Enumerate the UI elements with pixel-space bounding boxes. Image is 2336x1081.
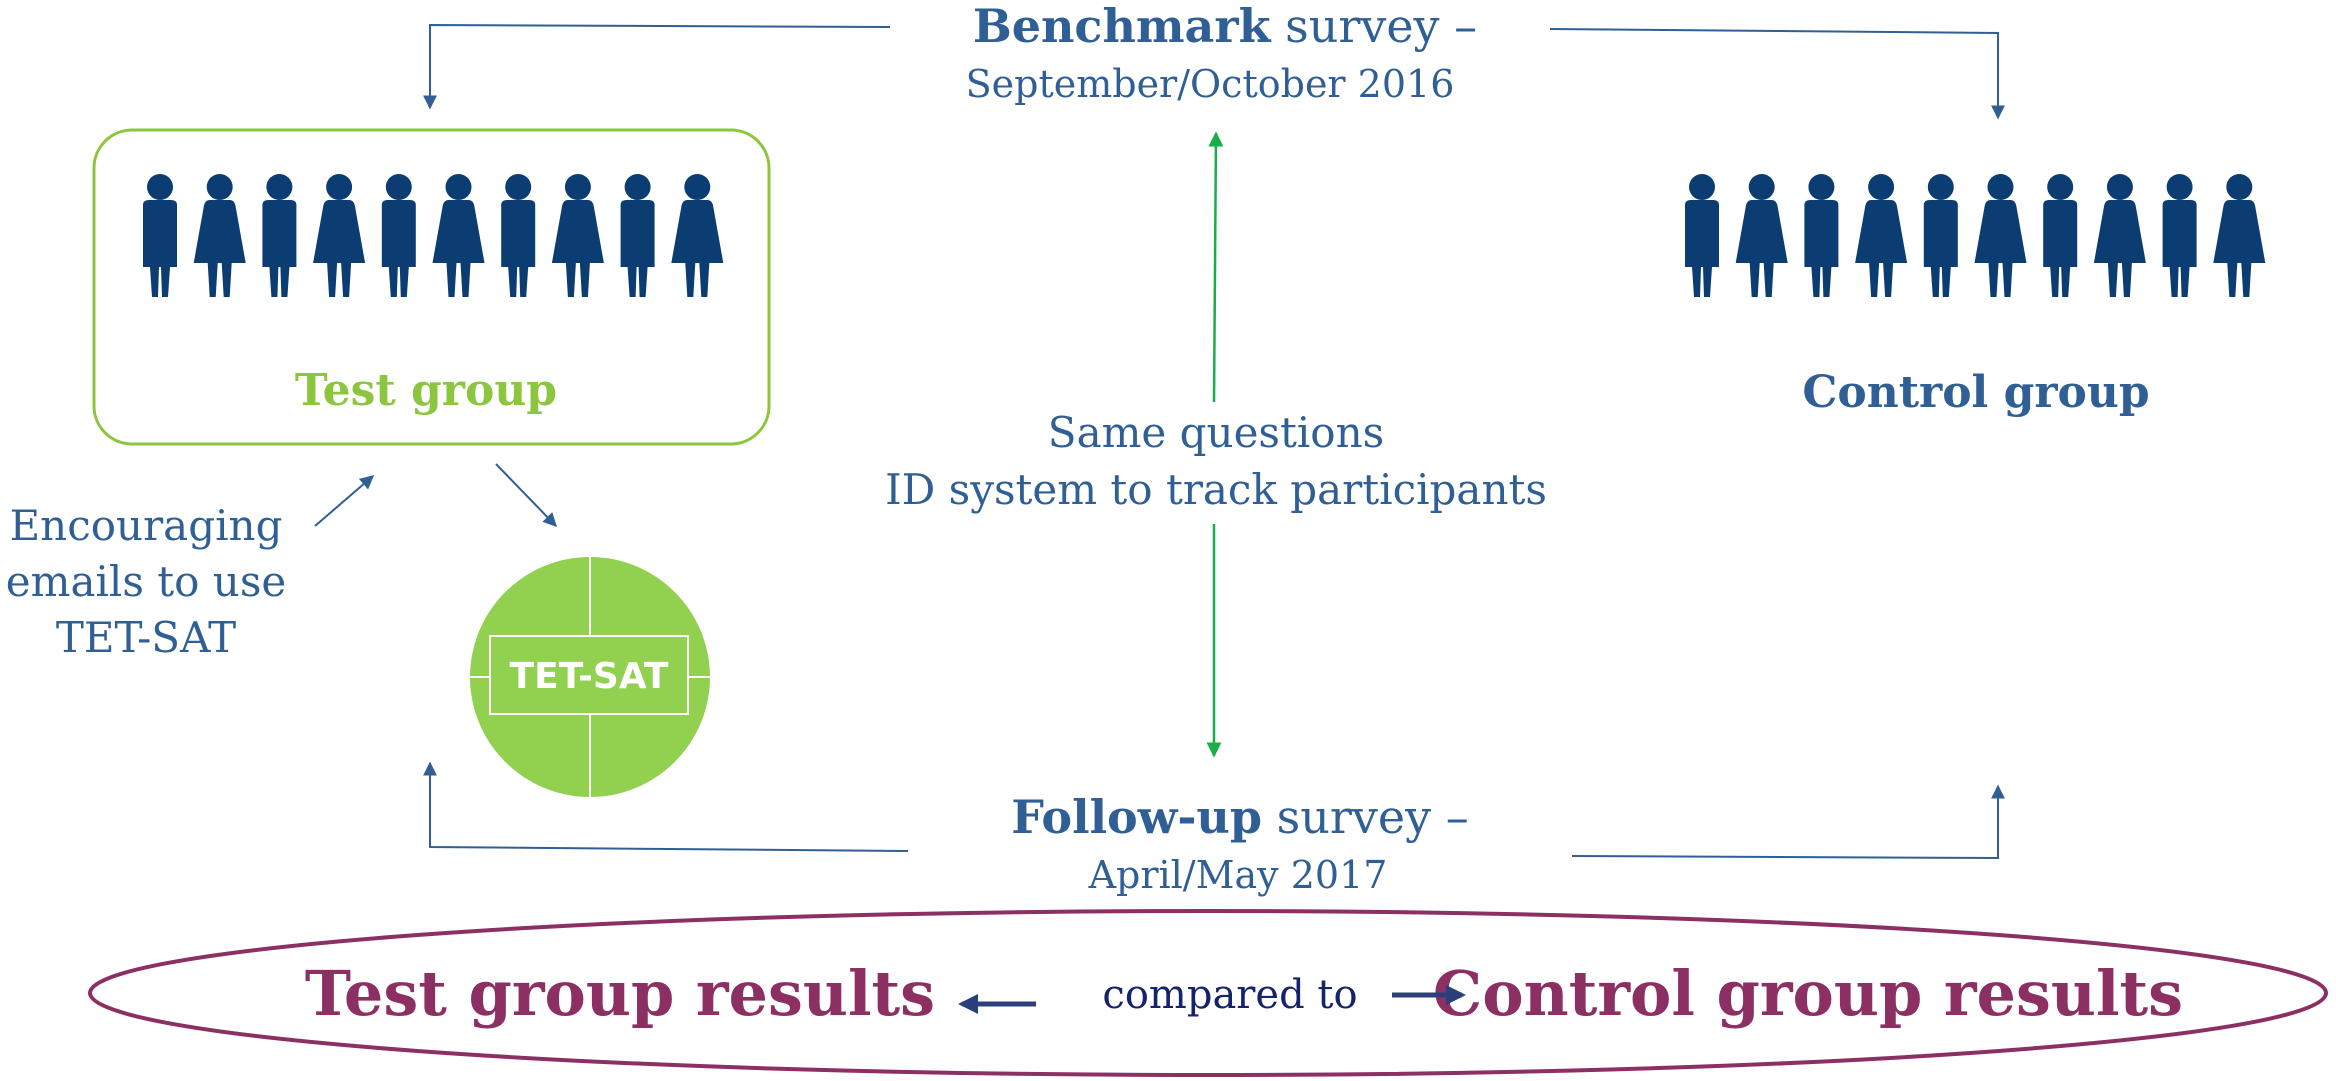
test-to-tool-arrow: [495, 463, 557, 528]
benchmark-survey-title: Benchmark survey –: [973, 0, 1477, 53]
benchmark-to-test-arrow: [423, 23, 891, 110]
followup-survey-title: Follow-up survey –: [1011, 790, 1468, 844]
followup-to-control-arrow: [1571, 784, 2005, 860]
person-female-icon: [671, 174, 724, 297]
test-group-people: [143, 174, 724, 297]
encouraging-line-3: TET-SAT: [56, 613, 236, 662]
person-female-icon: [1974, 174, 2027, 297]
person-female-icon: [1735, 174, 1788, 297]
benchmark-title-rest: survey –: [1270, 0, 1477, 53]
benchmark-survey-date: September/October 2016: [966, 62, 1455, 106]
control-group-label: Control group: [1802, 367, 2149, 418]
person-male-icon: [262, 174, 297, 297]
person-female-icon: [313, 174, 366, 297]
person-female-icon: [1855, 174, 1908, 297]
benchmark-to-control-arrow: [1549, 28, 2005, 120]
test-group-box: [92, 128, 771, 446]
person-male-icon: [1804, 174, 1839, 297]
tet-sat-tool: TET-SAT: [470, 557, 710, 797]
encouraging-arrow: [314, 475, 375, 527]
center-up-arrow: [1208, 131, 1224, 403]
results-ellipse: [88, 909, 2328, 1077]
encouraging-line-2: emails to use: [6, 557, 286, 606]
followup-title-rest: survey –: [1262, 790, 1469, 844]
followup-to-test-arrow: [423, 761, 909, 852]
person-male-icon: [2043, 174, 2078, 297]
person-female-icon: [193, 174, 246, 297]
benchmark-title-bold: Benchmark: [973, 0, 1272, 53]
person-male-icon: [381, 174, 416, 297]
followup-survey-date: April/May 2017: [1088, 853, 1388, 897]
person-male-icon: [620, 174, 655, 297]
encouraging-line-1: Encouraging: [10, 501, 283, 550]
test-group-results: Test group results: [305, 957, 935, 1030]
test-group-label: Test group: [295, 365, 557, 416]
person-male-icon: [1685, 174, 1719, 297]
person-male-icon: [1923, 174, 1958, 297]
person-male-icon: [2162, 174, 2197, 297]
person-female-icon: [2093, 174, 2146, 297]
tet-sat-label: TET-SAT: [510, 656, 669, 697]
person-female-icon: [551, 174, 604, 297]
control-group-people: [1685, 174, 2266, 297]
compared-to-text: compared to: [1102, 972, 1357, 1018]
followup-title-bold: Follow-up: [1011, 790, 1262, 844]
person-female-icon: [432, 174, 485, 297]
id-system-text: ID system to track participants: [885, 465, 1547, 514]
person-female-icon: [2213, 174, 2266, 297]
person-male-icon: [501, 174, 536, 297]
person-male-icon: [143, 174, 177, 297]
same-questions-text: Same questions: [1048, 408, 1384, 457]
control-group-results: Control group results: [1433, 957, 2183, 1030]
